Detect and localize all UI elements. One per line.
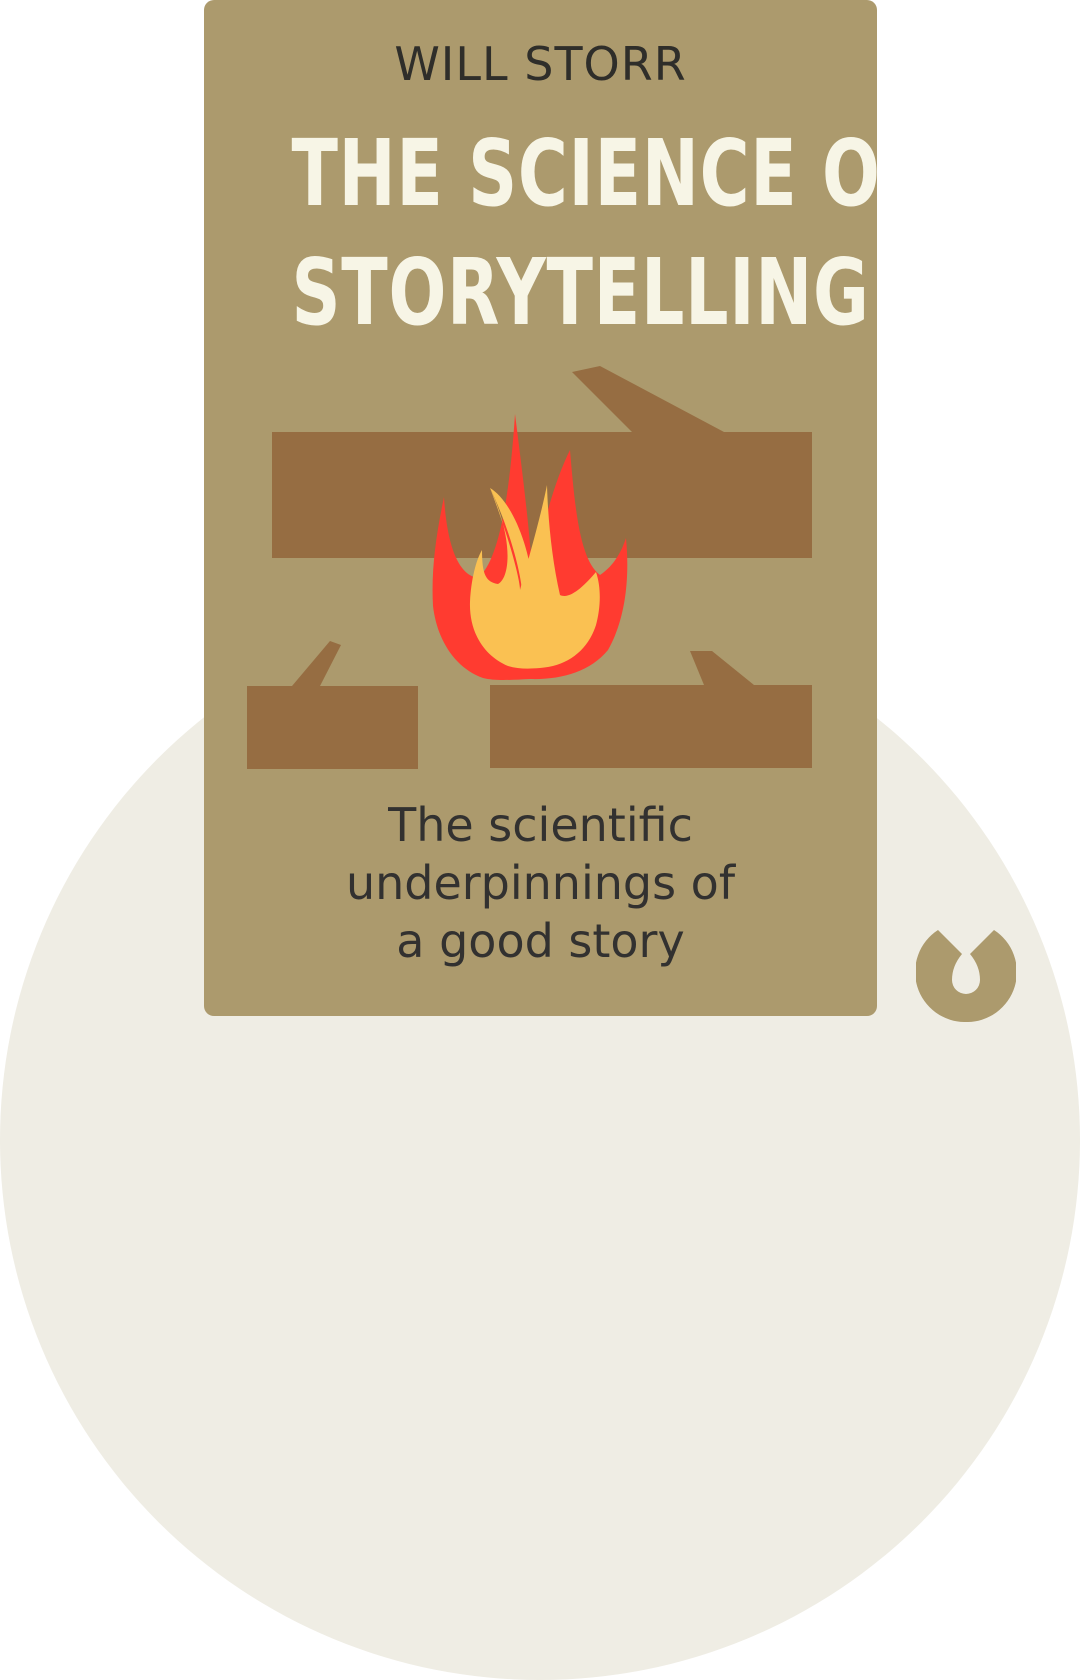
title-line-1: THE SCIENCE OF — [291, 120, 877, 227]
book-cover: WILL STORR THE SCIENCE OF STORYTELLING T… — [204, 0, 877, 1016]
campfire-illustration — [247, 366, 812, 769]
subtitle-line-3: a good story — [396, 914, 685, 968]
subtitle-line-1: The scientific — [388, 798, 693, 852]
subtitle: The scientific underpinnings of a good s… — [204, 796, 877, 970]
author-name: WILL STORR — [394, 37, 687, 91]
log-icon — [490, 651, 812, 768]
title-line-2: STORYTELLING — [291, 239, 870, 346]
blinkist-logo-icon — [916, 930, 1016, 1022]
flame-icon — [432, 414, 628, 680]
subtitle-line-2: underpinnings of — [345, 856, 736, 910]
log-icon — [247, 641, 418, 769]
